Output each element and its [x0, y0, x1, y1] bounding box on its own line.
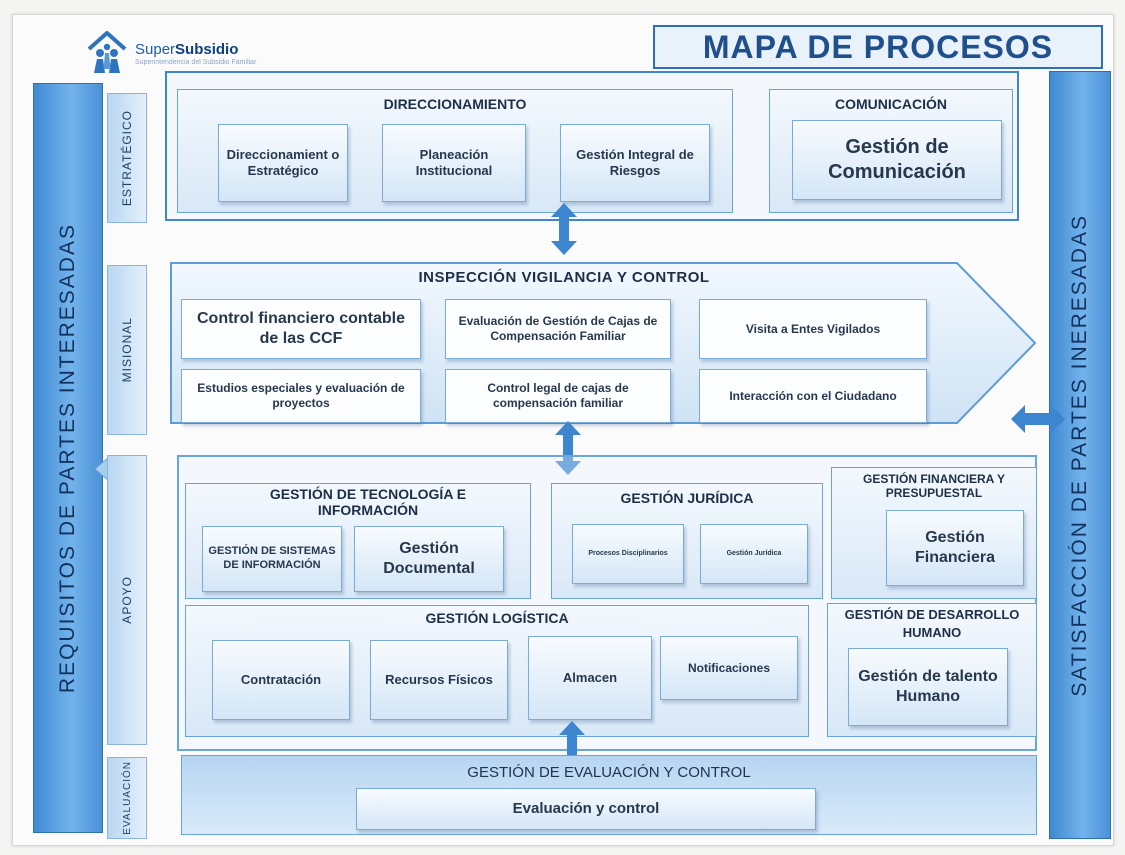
double-arrow-icon: [555, 421, 581, 475]
level-evaluacion: EVALUACIÓN: [107, 757, 147, 839]
tecnologia-group: GESTIÓN DE TECNOLOGÍA E INFORMACIÓN GEST…: [185, 483, 531, 599]
tecnologia-title: GESTIÓN DE TECNOLOGÍA E INFORMACIÓN: [269, 486, 467, 519]
process-evaluacion-gestion-cajas: Evaluación de Gestión de Cajas de Compen…: [445, 299, 671, 359]
process-notificaciones: Notificaciones: [660, 636, 798, 700]
house-people-logo-icon: [87, 31, 127, 73]
process-gestion-financiera: Gestión Financiera: [886, 510, 1024, 586]
level-estrategico: ESTRATÉGICO: [107, 93, 147, 223]
supersubsidio-logo: SuperSubsidio Superintendencia del Subsi…: [85, 25, 275, 81]
logistica-title: GESTIÓN LOGÍSTICA: [425, 610, 569, 626]
comunicacion-title: COMUNICACIÓN: [835, 96, 947, 112]
evaluacion-title: GESTIÓN DE EVALUACIÓN Y CONTROL: [467, 764, 751, 781]
double-arrow-icon: [551, 203, 577, 255]
process-gestion-sistemas-informacion: GESTIÓN DE SISTEMAS DE INFORMACIÓN: [202, 526, 342, 592]
process-contratacion: Contratación: [212, 640, 350, 720]
process-gestion-documental: Gestión Documental: [354, 526, 504, 592]
process-map-page: SuperSubsidio Superintendencia del Subsi…: [12, 14, 1114, 846]
process-visita-entes-vigilados: Visita a Entes Vigilados: [699, 299, 927, 359]
level-apoyo: APOYO: [107, 455, 147, 745]
left-bar-requisitos: REQUISITOS DE PARTES INTERESADAS: [33, 83, 103, 833]
process-control-financiero: Control financiero contable de las CCF: [181, 299, 421, 359]
process-recursos-fisicos: Recursos Físicos: [370, 640, 508, 720]
financiera-group: GESTIÓN FINANCIERA Y PRESUPUESTAL Gestió…: [831, 467, 1037, 599]
left-bar-label: REQUISITOS DE PARTES INTERESADAS: [56, 222, 79, 694]
process-gestion-talento-humano: Gestión de talento Humano: [848, 648, 1008, 726]
juridica-group: GESTIÓN JURÍDICA Procesos Disciplinarios…: [551, 483, 823, 599]
financiera-title: GESTIÓN FINANCIERA Y PRESUPUESTAL: [862, 472, 1005, 501]
double-arrow-icon: [1011, 405, 1065, 433]
process-evaluacion-control: Evaluación y control: [356, 788, 816, 830]
process-estudios-especiales: Estudios especiales y evaluación de proy…: [181, 369, 421, 423]
direccionamiento-title: DIRECCIONAMIENTO: [383, 96, 527, 112]
process-interaccion-ciudadano: Interacción con el Ciudadano: [699, 369, 927, 423]
process-direccionamiento-estrategico: Direccionamient o Estratégico: [218, 124, 348, 202]
page-title: MAPA DE PROCESOS: [653, 25, 1103, 69]
process-gestion-juridica: Gestión Jurídica: [700, 524, 808, 584]
desarrollo-humano-group: GESTIÓN DE DESARROLLO HUMANO Gestión de …: [827, 603, 1037, 737]
process-gestion-riesgos: Gestión Integral de Riesgos: [560, 124, 710, 202]
desarrollo-humano-title: GESTIÓN DE DESARROLLO HUMANO: [844, 607, 1020, 640]
process-gestion-comunicacion: Gestión de Comunicación: [792, 120, 1002, 200]
juridica-title: GESTIÓN JURÍDICA: [620, 490, 754, 506]
evaluacion-group: GESTIÓN DE EVALUACIÓN Y CONTROL Evaluaci…: [181, 755, 1037, 835]
comunicacion-group: COMUNICACIÓN Gestión de Comunicación: [769, 89, 1013, 213]
right-bar-label: SATISFACCIÓN DE PARTES INERESADAS: [1068, 213, 1091, 697]
logo-tagline: Superintendencia del Subsidio Familiar: [135, 58, 257, 66]
misional-group: INSPECCIÓN VIGILANCIA Y CONTROL Control …: [169, 263, 959, 433]
misional-title: INSPECCIÓN VIGILANCIA Y CONTROL: [418, 269, 710, 286]
process-planeacion-institucional: Planeación Institucional: [382, 124, 526, 202]
process-almacen: Almacen: [528, 636, 652, 720]
process-control-legal-cajas: Control legal de cajas de compensación f…: [445, 369, 671, 423]
right-bar-satisfaccion: SATISFACCIÓN DE PARTES INERESADAS: [1049, 71, 1111, 839]
logo-brand: SuperSubsidio: [135, 40, 239, 58]
direccionamiento-group: DIRECCIONAMIENTO Direccionamient o Estra…: [177, 89, 733, 213]
logistica-group: GESTIÓN LOGÍSTICA Contratación Recursos …: [185, 605, 809, 737]
process-procesos-disciplinarios: Procesos Disciplinarios: [572, 524, 684, 584]
level-misional: MISIONAL: [107, 265, 147, 435]
